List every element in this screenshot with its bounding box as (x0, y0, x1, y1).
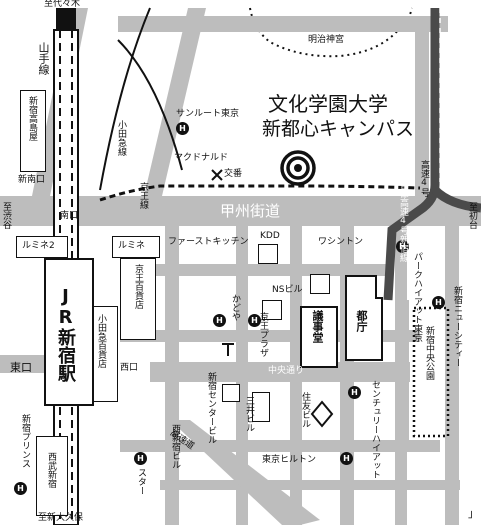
road-v3 (290, 226, 302, 525)
label-chuo-park: 新宿中央公園 (424, 326, 434, 380)
gijido-box (300, 306, 338, 368)
road-v1 (165, 226, 179, 525)
takashimaya-box (20, 90, 46, 172)
label-sumitomo: 住友ビル (300, 392, 310, 428)
label-east: 至初台 (467, 202, 477, 229)
ns-box (310, 274, 330, 294)
campus-subtitle: 新都心キャンパス (262, 118, 415, 140)
label-tocho: 都庁 (355, 310, 368, 332)
label-keio-plaza: 京王プラザ (258, 312, 268, 357)
label-koshu: 甲州街道 (220, 202, 281, 220)
label-kadoya: かどや (230, 294, 240, 321)
hotel-icon: H (396, 240, 409, 253)
tocho-shape (345, 275, 383, 361)
campus-marker (280, 150, 316, 186)
label-nishi-shinjuku: 西新宿ビル (170, 424, 180, 469)
label-koban: 交番 (224, 169, 243, 179)
label-shuto: 首都高速4号新宿線 (398, 180, 408, 262)
label-gijido: 議事堂 (311, 310, 324, 343)
kdd-box (258, 244, 278, 264)
label-hilton: 東京ヒルトン (262, 455, 317, 465)
label-kdd: KDD (260, 231, 280, 241)
road-park-west (395, 300, 409, 450)
road-v-north (415, 32, 429, 196)
label-keio: 京王線 (138, 182, 148, 209)
subway-mark (222, 343, 234, 356)
odakyu-line (117, 39, 183, 171)
jr-station-box (44, 258, 94, 406)
label-jr-station: JR新宿駅 (55, 286, 76, 382)
label-century: センチュリーハイアット (370, 380, 380, 479)
chuo-park-boundary (412, 306, 450, 438)
label-meiji: 明治神宮 (308, 35, 345, 45)
keio-dept-box (120, 258, 156, 340)
road-v2 (236, 226, 248, 525)
label-ns: NSビル (272, 285, 303, 295)
odakyu-line-2 (99, 7, 151, 191)
lumine-box (112, 236, 160, 258)
sumitomo-shape (310, 400, 334, 428)
meiji-boundary (249, 7, 413, 58)
label-north: 至代々木 (44, 0, 81, 9)
label-lumine2: ルミネ2 (22, 241, 55, 251)
hotel-icon: H (134, 452, 147, 465)
corner-mark: 」 (468, 507, 479, 520)
mitsui-box (252, 392, 270, 422)
label-odakyu-dept: 小田急百貨店 (96, 314, 106, 368)
label-washington: ワシントン (318, 237, 364, 247)
label-firstkitchen: ファーストキッチン (168, 237, 249, 247)
label-kosoku: 高速4号 (419, 160, 429, 197)
expressway-4 (383, 8, 440, 301)
road-east-exit (0, 355, 45, 373)
label-keio-dept: 京王百貨店 (133, 264, 143, 309)
expressway-branch (431, 186, 481, 213)
road-v4 (340, 226, 354, 525)
label-minami-new: 新南口 (18, 175, 46, 185)
label-mcdonalds: マクドナルド (174, 153, 229, 163)
campus-name: 文化学園大学 (268, 92, 388, 116)
label-prince: 新宿プリンス (20, 414, 30, 468)
label-minamiguchi: 南口 (60, 211, 79, 221)
hotel-icon: H (348, 386, 361, 399)
hotel-icon: H (248, 314, 261, 327)
road-h4 (120, 264, 390, 276)
label-chuo: 中央通り (268, 366, 305, 376)
road-v6 (445, 226, 459, 525)
label-center: 新宿センタービル (206, 372, 216, 444)
label-sunroute: サンルート東京 (176, 109, 240, 119)
label-south: 至新大久保 (38, 513, 84, 523)
hotel-icon: H (432, 296, 445, 309)
keio-line (99, 184, 421, 202)
center-box (222, 384, 240, 402)
label-lumine: ルミネ (118, 241, 146, 251)
hotel-icon: H (340, 452, 353, 465)
label-mitsui: 三井ビル (244, 396, 254, 432)
lumine2-box (16, 236, 68, 258)
road-diag-odakyu (144, 8, 206, 196)
label-yamanote: 山手線 (37, 42, 50, 75)
label-star: スター (136, 468, 146, 495)
label-west: 至渋谷 (1, 202, 11, 229)
koban-mark (211, 169, 223, 181)
road-h3 (160, 480, 460, 490)
road-oume (170, 420, 320, 525)
road-top (118, 16, 448, 32)
label-newcity: 新宿ニューシティー (452, 286, 462, 367)
label-higashiguchi: 東口 (10, 361, 32, 374)
hotel-icon: H (14, 482, 27, 495)
label-nishiguchi: 西口 (120, 363, 139, 373)
seibu-box (36, 436, 68, 516)
keio-plaza-box (262, 300, 282, 320)
label-park-hyatt: パークハイアット東京 (412, 252, 422, 342)
label-odakyu: 小田急線 (116, 120, 126, 156)
hotel-icon: H (176, 122, 189, 135)
label-seibu: 西武新宿 (46, 452, 56, 488)
label-takashimaya: 新宿高島屋 (27, 96, 37, 141)
hotel-icon: H (213, 314, 226, 327)
